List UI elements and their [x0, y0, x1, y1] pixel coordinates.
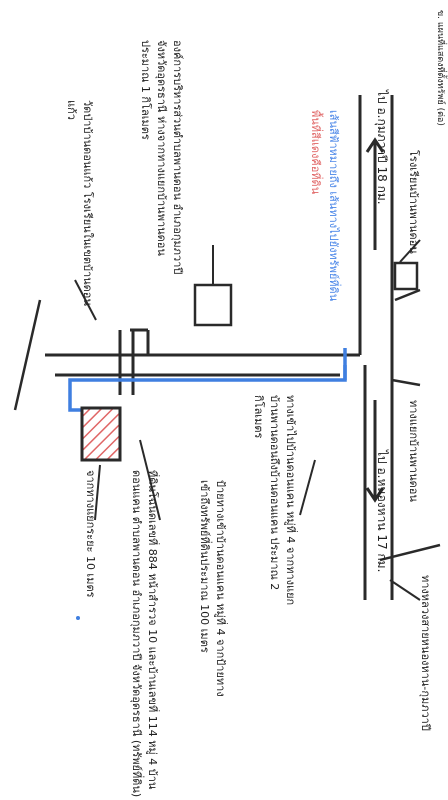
label-market: ทางแยกบ้านพานดอน: [407, 400, 420, 502]
label-school: โรงเรียนบ้านพานดอน: [407, 150, 421, 254]
header-note: ข. แผนที่แสดงที่ตั้งทรัพย์ (ต่อ): [435, 10, 448, 126]
village-lane: [118, 328, 150, 395]
school-building: [393, 261, 419, 291]
callout-lines: [74, 239, 421, 601]
label-village-sign: ป้ายทางเข้าบ้านดอนแคน หมู่ที่ 4 จากป้ายท…: [198, 480, 227, 697]
label-subject-property: ที่ดินโฉนดเลขที่ 884 หน้าสำรวจ 10 และบ้า…: [130, 470, 159, 797]
side-road: [45, 353, 360, 377]
blue-dot: [76, 616, 80, 620]
legend-blue-route: เส้นสีฟ้าหมายถึง เส้นทางไปยังทรัพย์ที่ดิ…: [327, 110, 342, 302]
label-distance: จากทางแยกระยะ 10 เมตร: [84, 470, 97, 598]
left-road-edge: [13, 299, 42, 411]
junction-branches: [379, 288, 441, 562]
legend-red-area: พื้นที่สีแดงคือที่ดิน: [309, 110, 324, 195]
route-path: [68, 348, 347, 412]
label-sao: องค์การบริหารส่วนตำบลพานดอน อำเภอกุมภวาป…: [139, 40, 184, 274]
label-to-nong-han: ไป อ.หนองหาน 17 กม.: [375, 449, 389, 572]
main-highway: [358, 95, 394, 600]
label-nong-han-junction: ทางหลวงสายหนองหาน-กุมภวาปี: [419, 575, 432, 731]
sao-building: [193, 283, 233, 327]
label-village-entrance: ทางเข้าไปบ้านดอนแคน หมู่ที่ 4 จากทางแยกบ…: [252, 395, 297, 605]
direction-arrows: [365, 137, 385, 503]
subject-property: [80, 406, 122, 462]
label-to-ubon: ไป อ.กุมภวาปี 18 กม.: [374, 89, 389, 205]
label-temple: วัดป่าบ้านดอนแก้ว โรงเรียนในเขตบ้านดอนแก…: [65, 100, 94, 306]
